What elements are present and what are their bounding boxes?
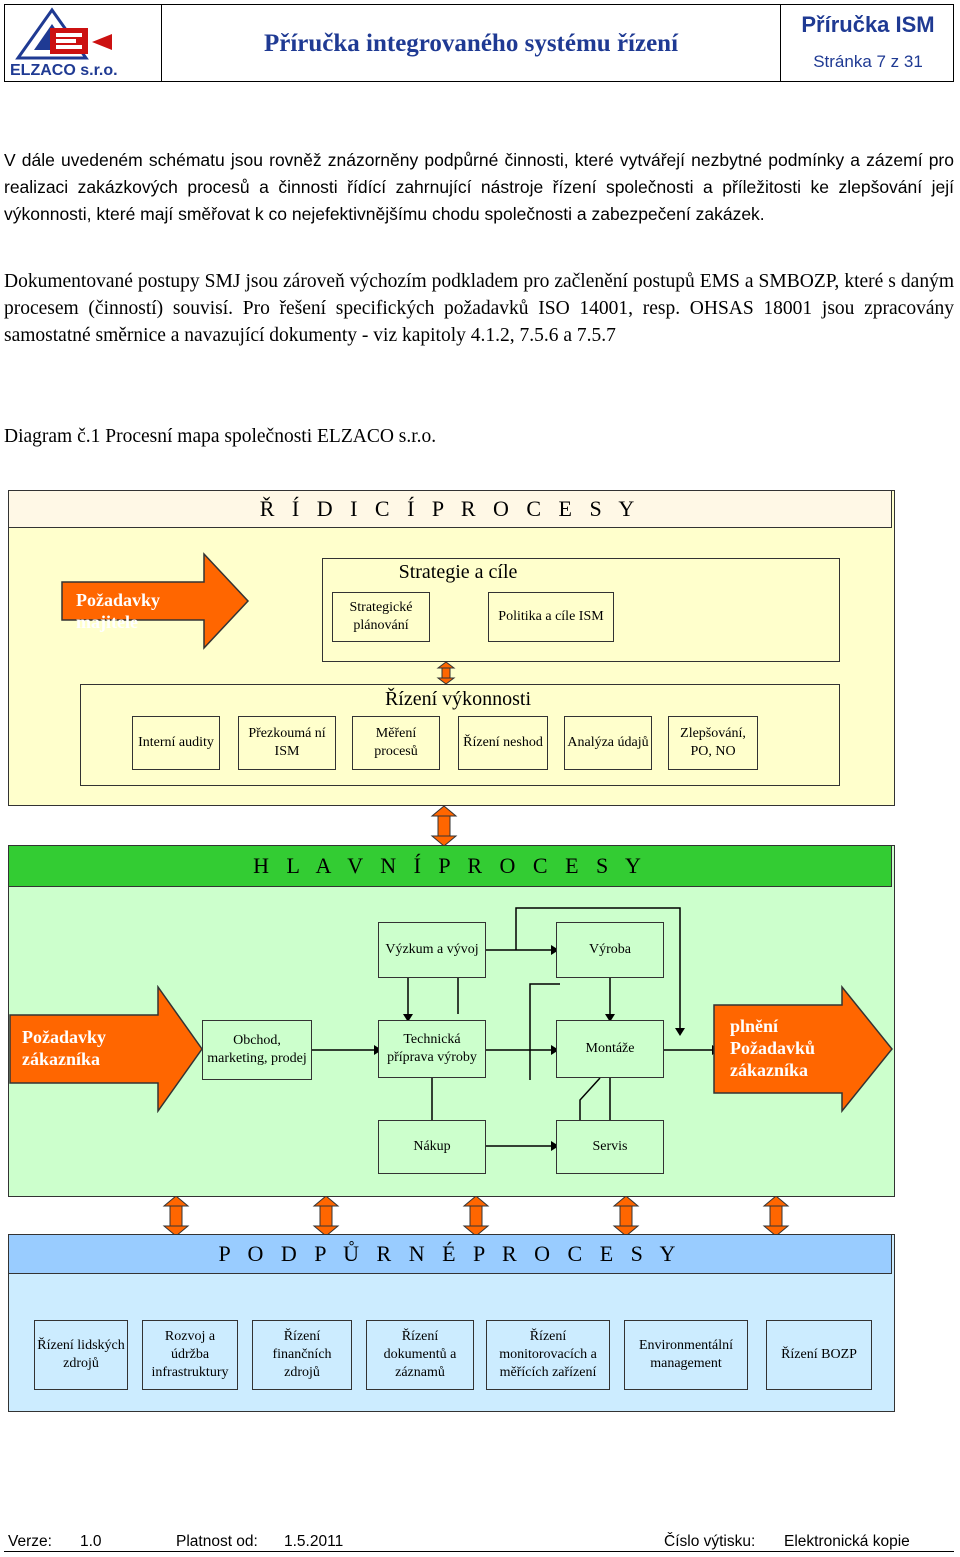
support-finance: Řízení finančních zdrojů [252, 1320, 352, 1390]
customer-requirement-arrow [9, 985, 203, 1113]
fulfilment-label: plnění Požadavků zákazníka [730, 1016, 816, 1080]
footer-version: 1.0 [80, 1533, 102, 1550]
fulfilment-arrow [713, 985, 893, 1113]
support-documents: Řízení dokumentů a záznamů [366, 1320, 474, 1390]
support-monitoring: Řízení monitorovacích a měřících zařízen… [486, 1320, 610, 1390]
ridici-band: Ř Í D I C Í P R O C E S Y [8, 490, 892, 528]
header-right-cell: Příručka ISM Stránka 7 z 31 [780, 4, 954, 82]
research-box: Výzkum a vývoj [378, 922, 486, 978]
perf-improvement: Zlepšování, PO, NO [668, 716, 758, 770]
perf-data-analysis: Analýza údajů [564, 716, 652, 770]
ridici-hlavni-connector-icon [430, 806, 458, 846]
tech-prep-box: Technická příprava výroby [378, 1020, 486, 1078]
strategy-perf-connector-icon [436, 662, 456, 684]
hlavni-band-label: H L A V N Í P R O C E S Y [253, 853, 647, 878]
hlavni-podpurne-connectors-icon [162, 1196, 790, 1236]
sales-box: Obchod, marketing, prodej [202, 1020, 312, 1080]
doc-title: Příručka integrovaného systému řízení [263, 30, 679, 57]
purchase-box: Nákup [378, 1120, 486, 1174]
production-box: Výroba [556, 922, 664, 978]
owner-requirement-arrow [61, 552, 250, 650]
hlavni-band: H L A V N Í P R O C E S Y [8, 845, 892, 887]
footer-copy: Elektronická kopie [784, 1533, 910, 1550]
footer-version-label: Verze: [8, 1533, 52, 1550]
footer-line [4, 1551, 954, 1552]
perf-ism-review: Přezkoumá ní ISM [238, 716, 336, 770]
owner-requirement-label: Požadavky majitele [76, 590, 161, 632]
header [4, 4, 954, 82]
support-hr: Řízení lidských zdrojů [34, 1320, 128, 1390]
ridici-band-label: Ř Í D I C Í P R O C E S Y [259, 496, 641, 521]
policy-box: Politika a cíle ISM [488, 592, 614, 642]
footer-valid-label: Platnost od: [176, 1533, 258, 1550]
header-logo-cell: ELZACO s.r.o. [4, 4, 162, 82]
company-name: ELZACO s.r.o. [10, 62, 118, 79]
assembly-box: Montáže [556, 1020, 664, 1078]
page-number: Stránka 7 z 31 [813, 52, 923, 71]
paragraph-1: V dále uvedeném schématu jsou rovněž zná… [4, 150, 954, 224]
service-box: Servis [556, 1120, 664, 1174]
strategic-planning-box: Strategické plánování [332, 592, 430, 642]
footer-copy-label: Číslo výtisku: [664, 1533, 756, 1550]
diagram-caption: Diagram č.1 Procesní mapa společnosti EL… [4, 426, 437, 447]
support-environment: Environmentální management [624, 1320, 748, 1390]
perf-internal-audits: Interní audity [132, 716, 220, 770]
company-logo-icon [15, 7, 112, 60]
perf-process-measurement: Měření procesů [352, 716, 440, 770]
performance-title: Řízení výkonnosti [384, 688, 532, 710]
paragraph-2: Dokumentované postupy SMJ jsou zároveň v… [4, 271, 954, 346]
footer-valid: 1.5.2011 [284, 1533, 344, 1550]
support-bozp: Řízení BOZP [766, 1320, 872, 1390]
perf-nonconformity-control: Řízení neshod [458, 716, 548, 770]
doc-short-title: Příručka ISM [801, 12, 935, 37]
podpurne-band-label: P O D P Ů R N É P R O C E S Y [218, 1241, 682, 1266]
customer-requirement-label: Požadavky zákazníka [22, 1027, 107, 1069]
support-infrastructure: Rozvoj a údržba infrastruktury [142, 1320, 238, 1390]
podpurne-band: P O D P Ů R N É P R O C E S Y [8, 1234, 892, 1274]
strategy-title: Strategie a cíle [398, 561, 518, 583]
